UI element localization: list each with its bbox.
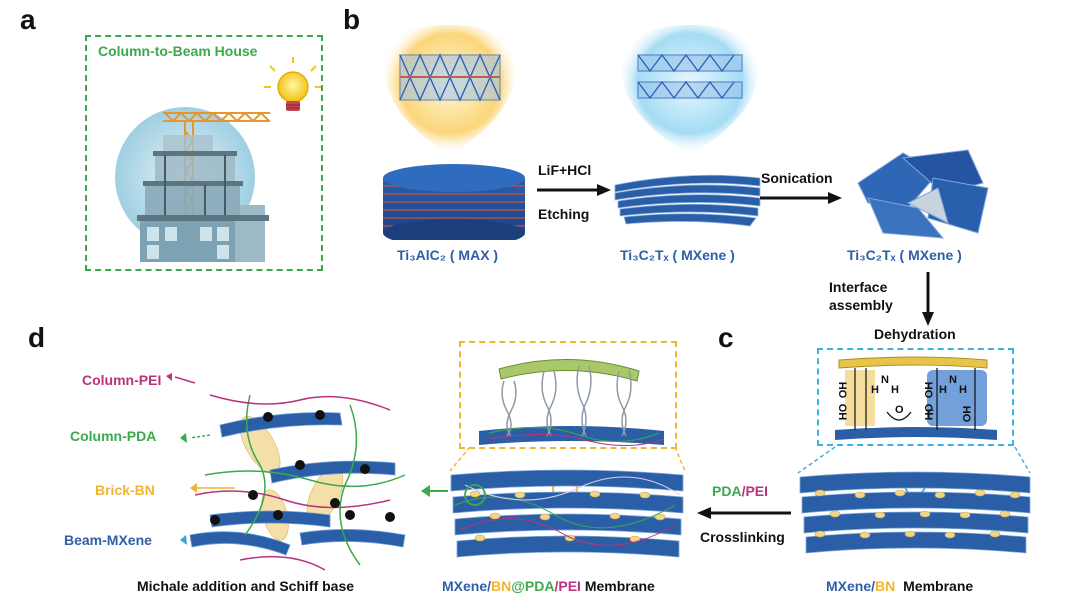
step2-label: Sonication: [761, 170, 833, 186]
label-bn: BN: [875, 578, 896, 594]
step3-line2: assembly: [829, 297, 893, 313]
group-o: O: [895, 404, 904, 416]
label-part-mxene: MXene: [442, 578, 488, 594]
step2-arrow: [760, 192, 842, 204]
label-part-pei: PEI: [558, 578, 581, 594]
group-h-3: H: [939, 384, 947, 396]
legend-column-pda: Column-PDA: [70, 428, 157, 444]
label-part-slash-1: /: [487, 578, 492, 594]
group-n-2: N: [949, 374, 957, 386]
panel-label-b: b: [343, 4, 361, 35]
label-part-pda: PDA: [524, 578, 555, 594]
group-h-4: H: [959, 384, 967, 396]
label-slash: /: [741, 483, 746, 499]
legend-column-pei: Column-PEI: [82, 372, 162, 388]
house-illustration: [115, 57, 321, 262]
pda-chains: [204, 394, 406, 566]
label-part-slash-2: /: [554, 578, 559, 594]
group-oh-3: OH: [961, 405, 974, 423]
middle-zoom-illustration: [479, 358, 665, 447]
building: [137, 135, 269, 262]
mxene-label-2: Ti₃C₂Tₓ ( MXene ): [847, 247, 962, 263]
label-part-membrane: Membrane: [580, 578, 655, 594]
label-pei: PEI: [745, 483, 769, 499]
panel-c-zoom-illustration: [835, 356, 997, 440]
label-mxene: MXene: [826, 578, 872, 594]
step3-label: Interface assembly: [829, 278, 893, 314]
mxene-crystal-icon: [637, 53, 743, 100]
label-membrane: Membrane: [903, 578, 974, 594]
panel-c-membrane-label: MXene/BN Membrane: [826, 578, 974, 594]
group-h-2: H: [891, 384, 899, 396]
panel-d-caption: Michale addition and Schiff base: [137, 578, 355, 594]
step1-top-label: LiF+HCl: [538, 162, 592, 178]
label-part-bn: BN: [491, 578, 512, 594]
pei-chains: [194, 394, 391, 571]
panel-label-c: c: [718, 322, 734, 353]
label-pda: PDA: [712, 483, 742, 499]
group-h-1: H: [871, 384, 879, 396]
step1-bottom-label: Etching: [538, 206, 590, 222]
mxene-label-1: Ti₃C₂Tₓ ( MXene ): [620, 247, 735, 263]
mxene-stack: [614, 174, 761, 227]
max-illustration: [383, 25, 525, 240]
group-oh-1: OH: [837, 381, 850, 399]
to-panel-d-arrow: [421, 485, 448, 497]
label-part-at: @: [511, 578, 525, 594]
max-crystal-icon: [399, 53, 501, 102]
step3-line3: Dehydration: [874, 326, 956, 342]
panel-c-zoom-frame: [817, 348, 1014, 446]
legend-beam-mxene: Beam-MXene: [64, 532, 152, 548]
group-f: F: [927, 408, 934, 420]
crosslink-bottom-label: Crosslinking: [700, 529, 785, 545]
step3-line1: Interface: [829, 279, 888, 295]
mxene-1-illustration: [614, 25, 761, 227]
middle-membrane-label: MXene/BN@PDA/PEI Membrane: [442, 578, 655, 594]
panel-label-a: a: [20, 4, 36, 35]
panel-label-d: d: [28, 322, 46, 353]
panel-c-functional-groups: OH HO H N H O OH HO H N H F OH: [817, 348, 1014, 446]
max-disk: [383, 164, 525, 240]
mxene-beams: [189, 412, 406, 556]
legend-brick-bn: Brick-BN: [95, 482, 155, 498]
crosslink-top-label: PDA/PEI: [712, 483, 768, 499]
group-ho-1: HO: [837, 403, 850, 421]
step1-arrow: [537, 184, 611, 196]
step3-arrow: [922, 272, 934, 326]
light-bulb-icon: [264, 57, 321, 111]
mxene-bn-membrane: [797, 446, 1031, 554]
mxene-bn-pda-pei-membrane: [449, 446, 686, 558]
panel-a-frame: [85, 35, 323, 271]
max-label: Ti₃AlC₂ ( MAX ): [397, 247, 499, 263]
group-oh-2: OH: [923, 381, 936, 399]
crosslink-nodes: [210, 410, 395, 525]
crumpled-flakes: [857, 149, 989, 239]
crosslinked-network: [166, 373, 406, 571]
mxene-2-illustration: [857, 149, 989, 239]
crosslink-arrow: [697, 507, 791, 519]
panel-a-title: Column-to-Beam House: [98, 43, 258, 59]
middle-zoom-frame: [459, 341, 677, 449]
group-n-1: N: [881, 374, 889, 386]
